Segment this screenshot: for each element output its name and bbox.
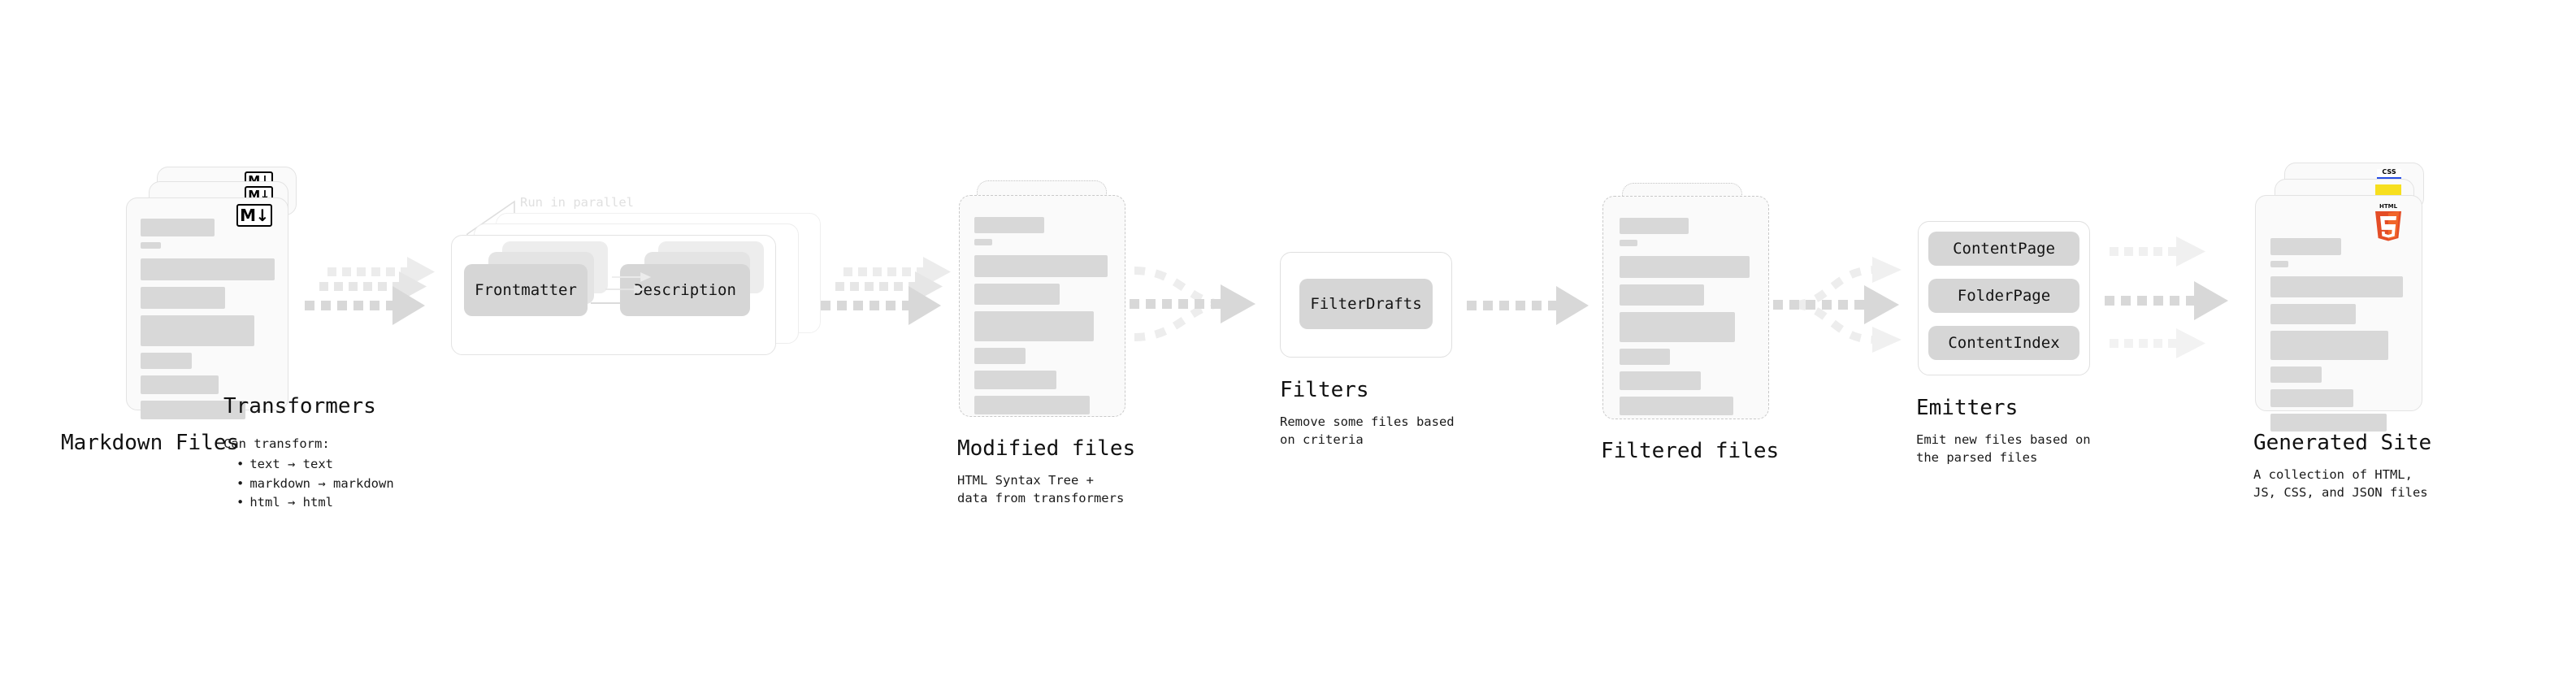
doc-line [974, 239, 992, 245]
svg-text:HTML: HTML [2379, 203, 2398, 210]
site-doc-placeholder-lines [2270, 238, 2409, 438]
doc-line [141, 258, 275, 280]
transform-bullet-item: text → text [236, 455, 394, 474]
doc-line [974, 217, 1045, 233]
doc-line [1620, 397, 1734, 415]
chip-frontmatter[interactable]: Frontmatter [464, 264, 588, 316]
css-badge: CSS [2377, 169, 2401, 180]
modified-file-stack [959, 180, 1146, 440]
markdown-file-stack: M↓ M↓ M↓ [126, 167, 313, 443]
doc-line [974, 311, 1095, 341]
caption-subtitle-filters: Remove some files based on criteria [1280, 414, 1455, 448]
chip-contentpage[interactable]: ContentPage [1928, 232, 2079, 266]
doc-line [2270, 304, 2357, 324]
doc-line [141, 287, 225, 309]
arrow-filtered-to-emitters [1773, 244, 1915, 366]
doc-line [1620, 349, 1670, 365]
chip-contentindex[interactable]: ContentIndex [1928, 326, 2079, 360]
arrow-emitters-to-site [2105, 232, 2251, 362]
chip-filterdrafts[interactable]: FilterDrafts [1299, 279, 1433, 329]
run-in-parallel-label: Run in parallel [520, 195, 634, 210]
caption-subtitle-modified-files: HTML Syntax Tree + data from transformer… [957, 473, 1125, 506]
doc-line [974, 348, 1026, 364]
transform-bullet-item: html → html [236, 493, 394, 512]
doc-line [1620, 284, 1704, 306]
doc-line [141, 401, 245, 419]
caption-title-markdown-files: Markdown Files [61, 431, 240, 455]
doc-line [974, 255, 1108, 277]
doc-line [2270, 389, 2353, 407]
filtered-doc-front [1602, 196, 1769, 419]
doc-line [1620, 240, 1637, 246]
arrow-filters-to-filtered [1467, 286, 1589, 332]
modified-doc-front [959, 195, 1125, 417]
doc-line [141, 315, 255, 346]
caption-title-transformers: Transformers [223, 394, 376, 419]
caption-transformers-list: Can transform: text → text markdown → ma… [223, 435, 394, 512]
markdown-doc-placeholder-lines [141, 219, 275, 426]
doc-line [1620, 312, 1735, 342]
doc-line [141, 353, 192, 369]
transform-bullet-item: markdown → markdown [236, 475, 393, 493]
transform-bullet-list: text → text markdown → markdown html → h… [223, 455, 394, 512]
transformer-internal-arrows [591, 272, 652, 309]
caption-title-filters: Filters [1280, 378, 1369, 402]
stage-markdown-files: M↓ M↓ M↓ Markdown Files [61, 167, 313, 455]
chip-description[interactable]: Description [620, 264, 750, 316]
stage-generated-site: CSS HTML [2253, 163, 2450, 500]
caption-subtitle-transformers: Can transform: [223, 436, 330, 451]
modified-doc-placeholder-lines [974, 217, 1112, 421]
doc-line [974, 284, 1060, 305]
doc-line [974, 371, 1057, 389]
doc-line [1620, 218, 1689, 234]
doc-line [2270, 276, 2404, 297]
doc-line [1620, 256, 1750, 278]
doc-line [2270, 238, 2341, 255]
arrow-modified-to-filters [1130, 264, 1268, 345]
doc-line [1620, 371, 1702, 390]
doc-line [141, 242, 161, 249]
caption-subtitle-generated-site: A collection of HTML, JS, CSS, and JSON … [2253, 467, 2428, 501]
caption-title-generated-site: Generated Site [2253, 431, 2432, 455]
arrow-markdown-to-transformers [305, 257, 435, 341]
generated-site-file-stack: CSS HTML [2255, 163, 2450, 439]
doc-line [2270, 261, 2289, 267]
doc-line [974, 396, 1090, 414]
arrow-transformers-to-modified [821, 257, 951, 341]
chip-folderpage[interactable]: FolderPage [1928, 279, 2079, 313]
caption-title-emitters: Emitters [1916, 396, 2019, 420]
doc-line [2270, 414, 2387, 432]
site-doc-html [2255, 195, 2422, 432]
markdown-doc-front [126, 197, 288, 419]
filtered-doc-placeholder-lines [1620, 218, 1755, 422]
doc-line [2270, 331, 2388, 360]
caption-title-filtered-files: Filtered files [1601, 439, 1780, 463]
markdown-badge: M↓ [236, 204, 272, 227]
doc-line [141, 219, 215, 236]
html5-icon: HTML [2375, 203, 2401, 241]
caption-subtitle-emitters: Emit new files based on the parsed files [1916, 432, 2091, 466]
stage-modified-files: Modified files HTML Syntax Tree + data f… [957, 180, 1146, 505]
caption-title-modified-files: Modified files [957, 436, 1136, 461]
doc-line [2270, 367, 2322, 383]
filtered-file-stack [1602, 183, 1789, 443]
stage-filtered-files: Filtered files [1601, 183, 1789, 463]
doc-line [141, 375, 219, 394]
